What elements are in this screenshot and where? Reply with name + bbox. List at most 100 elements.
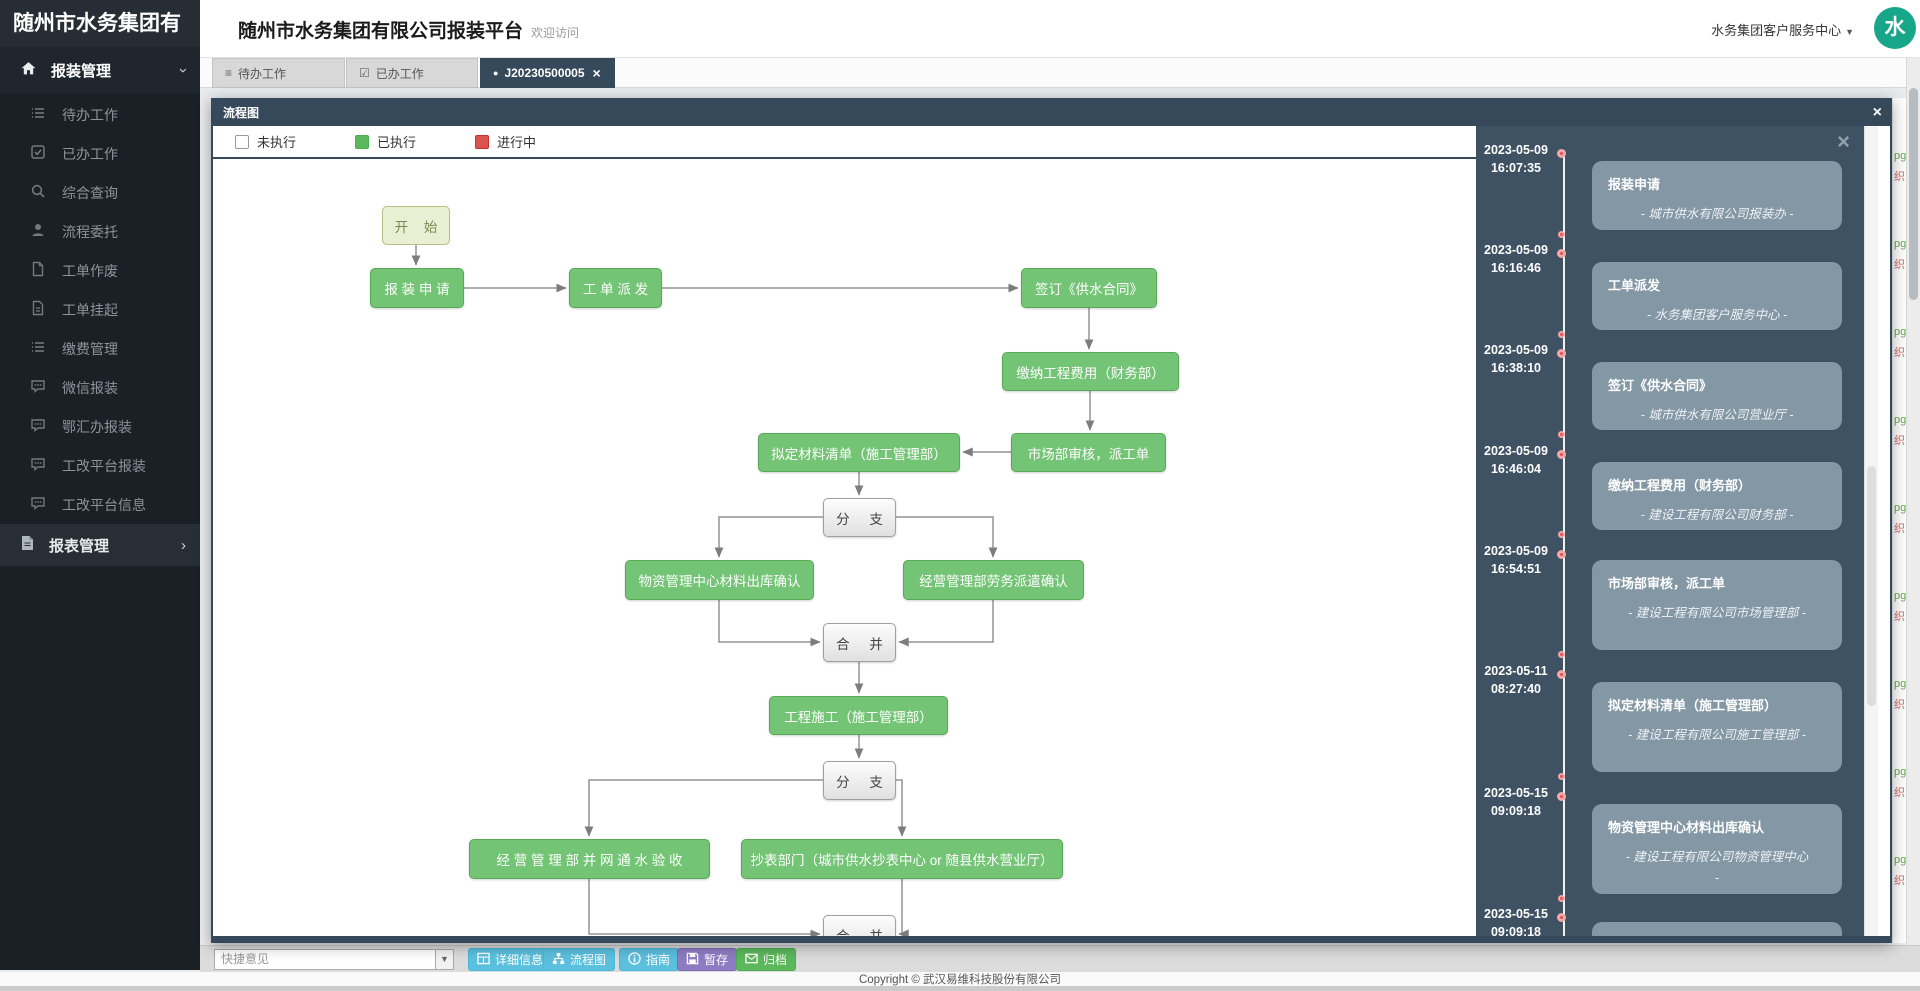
flow-node-labor-confirm[interactable]: 经营管理部劳务派遣确认 — [903, 560, 1084, 600]
flowchart-button[interactable]: 流程图 — [543, 948, 616, 971]
sidebar-subnav: 待办工作 已办工作 综合查询 流程委托 工单作废 工单挂起 — [0, 95, 200, 524]
flow-edges — [411, 245, 1095, 936]
peek-text: pg — [1894, 590, 1906, 602]
peek-text: 织 — [1894, 611, 1905, 623]
sidebar-item-wechat[interactable]: 微信报装 — [0, 368, 200, 407]
quick-opinion-select[interactable]: 快捷意见 ▼ — [214, 949, 454, 970]
sidebar-item-void[interactable]: 工单作废 — [0, 251, 200, 290]
sidebar-group-baozhuang[interactable]: 报装管理 › — [0, 47, 200, 93]
flow-node-start: 开 始 — [382, 206, 450, 245]
sidebar-group-label: 报装管理 — [51, 62, 112, 80]
guide-button[interactable]: 指南 — [619, 948, 680, 971]
panel-scrollbar-thumb[interactable] — [1867, 466, 1876, 706]
timeline-card: 物资管理中心材料出库确认 - 建设工程有限公司物资管理中心 - — [1592, 804, 1842, 894]
window-scrollbar[interactable] — [1906, 58, 1920, 991]
archive-button[interactable]: 归档 — [736, 948, 797, 971]
legend-not-executed: 未执行 — [235, 132, 333, 151]
panel-scrollbar[interactable] — [1864, 126, 1878, 936]
flow-node-market-review[interactable]: 市场部审核，派工单 — [1011, 433, 1166, 472]
window-scrollbar-thumb[interactable] — [1909, 88, 1918, 300]
chevron-down-icon: › — [175, 67, 192, 73]
timeline-dot — [1557, 149, 1566, 158]
sidebar-item-done[interactable]: 已办工作 — [0, 134, 200, 173]
document-icon — [20, 535, 35, 555]
timeline-dot — [1557, 349, 1566, 358]
timeline-dot-small — [1558, 231, 1565, 238]
timeline-dot — [1557, 249, 1566, 258]
home-icon — [20, 60, 37, 81]
timeline-dot — [1557, 550, 1566, 559]
flow-node-warehouse-confirm[interactable]: 物资管理中心材料出库确认 — [625, 560, 814, 600]
welcome-text: 欢迎访问 — [531, 26, 580, 40]
flow-node-branch-2: 分 支 — [823, 761, 896, 800]
avatar[interactable]: 水 — [1874, 7, 1916, 49]
caret-down-icon: ▼ — [435, 950, 453, 969]
sidebar-item-payment[interactable]: 缴费管理 — [0, 329, 200, 368]
flow-node-material-list[interactable]: 拟定材料清单（施工管理部） — [758, 433, 960, 472]
peek-text: pg — [1894, 854, 1906, 866]
close-tab-icon[interactable]: × — [592, 65, 601, 81]
app-logo: 随州市水务集团有 — [0, 0, 200, 47]
sidebar-group-reports[interactable]: 报表管理 › — [0, 524, 200, 566]
sitemap-icon — [552, 952, 570, 968]
comment-icon — [30, 495, 46, 514]
timeline-card: 市场部审核，派工单 - 建设工程有限公司市场管理部 - — [1592, 560, 1842, 650]
legend-executed: 已执行 — [355, 132, 453, 151]
page-title: 随州市水务集团有限公司报装平台欢迎访问 — [238, 21, 580, 42]
flow-node-construction[interactable]: 工程施工（施工管理部） — [769, 696, 948, 735]
timeline-dot-small — [1558, 651, 1565, 658]
sidebar: 随州市水务集团有 报装管理 › 待办工作 已办工作 综合查询 流程委托 — [0, 0, 200, 970]
sidebar-item-gonggai-info[interactable]: 工改平台信息 — [0, 485, 200, 524]
flow-node-apply[interactable]: 报 装 申 请 — [370, 268, 464, 308]
flow-legend: 未执行 已执行 进行中 — [213, 126, 1476, 159]
dot-icon: ● — [493, 68, 499, 78]
panel-close-icon[interactable]: × — [1837, 129, 1850, 154]
user-icon — [30, 222, 46, 241]
flow-node-meter-dept[interactable]: 抄表部门（城市供水抄表中心 or 随县供水营业厅） — [741, 839, 1063, 879]
save-draft-button[interactable]: 暂存 — [677, 948, 738, 971]
flow-node-contract[interactable]: 签订《供水合同》 — [1021, 268, 1157, 308]
tab-done[interactable]: ☑ 已办工作 — [346, 58, 478, 88]
action-bar: 快捷意见 ▼ 详细信息 流程图 指南 暂存 归档 — [200, 945, 1920, 972]
peek-text: 织 — [1894, 347, 1905, 359]
legend-in-progress: 进行中 — [475, 132, 573, 151]
sidebar-item-query[interactable]: 综合查询 — [0, 173, 200, 212]
search-icon — [30, 183, 46, 202]
legend-swatch-green — [355, 134, 369, 149]
flow-node-acceptance[interactable]: 经 营 管 理 部 并 网 通 水 验 收 — [469, 839, 710, 879]
sidebar-item-delegate[interactable]: 流程委托 — [0, 212, 200, 251]
tab-strip: ≡ 待办工作 ☑ 已办工作 ● J20230500005 × — [200, 58, 1906, 88]
envelope-icon — [745, 952, 763, 968]
user-menu[interactable]: 水务集团客户服务中心▼ — [1711, 23, 1854, 38]
list-icon: ≡ — [225, 66, 233, 80]
timeline-dot-small — [1558, 431, 1565, 438]
sidebar-item-todo[interactable]: 待办工作 — [0, 95, 200, 134]
copyright-text: Copyright © 武汉易维科技股份有限公司 — [858, 974, 1062, 986]
peek-text: 织 — [1894, 875, 1905, 887]
detail-info-button[interactable]: 详细信息 — [468, 948, 553, 971]
file-icon — [30, 261, 46, 280]
sidebar-item-suspend[interactable]: 工单挂起 — [0, 290, 200, 329]
modal-title: 流程图 — [223, 106, 260, 120]
sidebar-item-gonggai-report[interactable]: 工改平台报装 — [0, 446, 200, 485]
timeline-dot-small — [1558, 531, 1565, 538]
peek-text: pg — [1894, 678, 1906, 690]
flow-node-dispatch[interactable]: 工 单 派 发 — [569, 268, 662, 308]
peek-text: pg — [1894, 326, 1906, 338]
flowchart-modal: 流程图 × 未执行 已执行 进行中 — [211, 98, 1892, 943]
list-icon — [30, 339, 46, 358]
tab-workorder[interactable]: ● J20230500005 × — [480, 58, 615, 88]
peek-text: 织 — [1894, 171, 1905, 183]
modal-close-icon[interactable]: × — [1872, 104, 1882, 121]
timeline-dot-small — [1558, 331, 1565, 338]
flow-node-pay-fee[interactable]: 缴纳工程费用（财务部） — [1002, 352, 1179, 391]
comment-icon — [30, 378, 46, 397]
tab-todo[interactable]: ≡ 待办工作 — [212, 58, 345, 88]
sidebar-item-ehuiban[interactable]: 鄂汇办报装 — [0, 407, 200, 446]
